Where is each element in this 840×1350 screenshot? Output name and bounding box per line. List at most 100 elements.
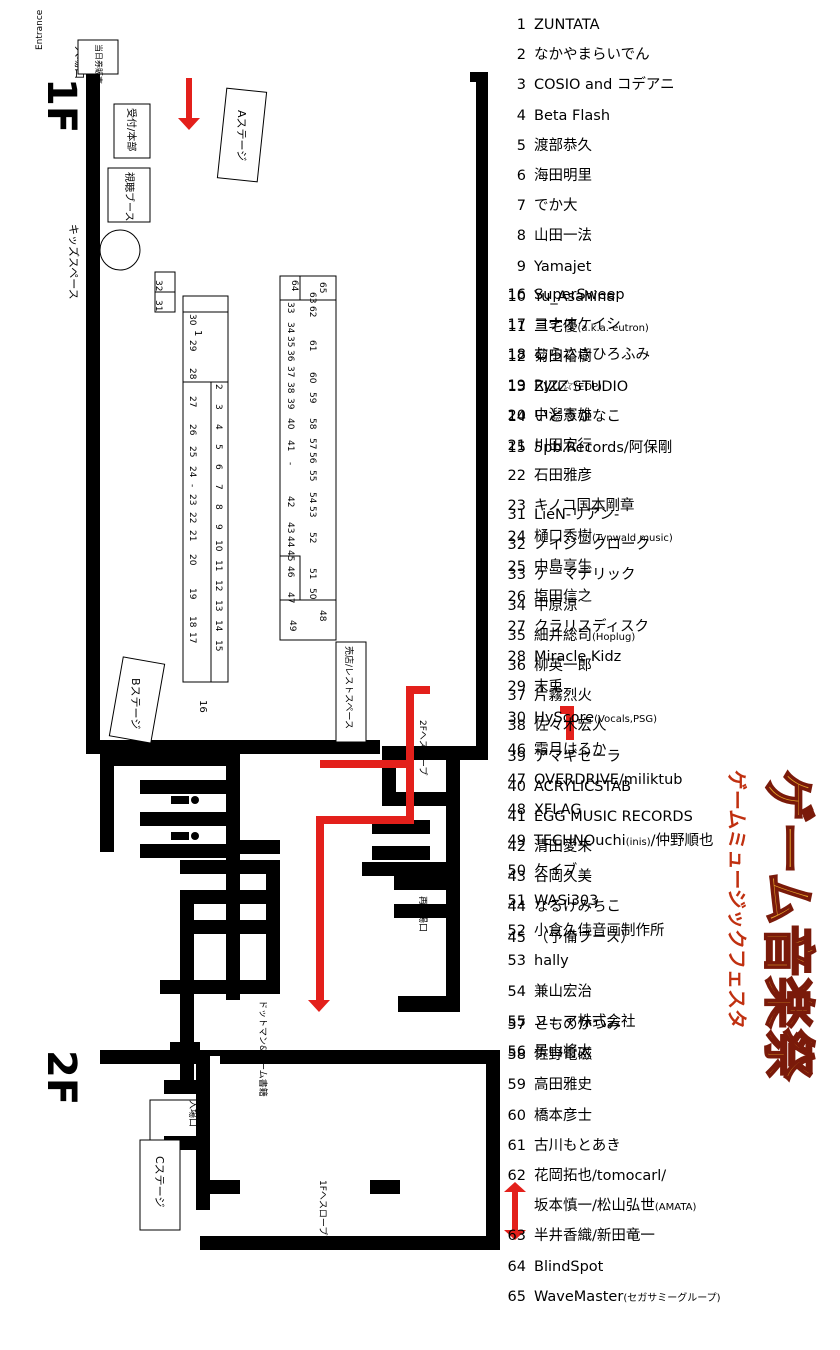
exhibitor-note: (inis) (625, 836, 651, 848)
booth-58: 58 (307, 418, 317, 430)
booth-32: 32 (153, 280, 163, 291)
booth-12: 12 (213, 580, 223, 591)
booth-53: 53 (307, 506, 317, 517)
booth-49: 49 (287, 620, 297, 632)
exhibitor-name: 海田明里 (534, 167, 592, 184)
dotman-area (200, 1000, 280, 1050)
booth-41: 41 (285, 440, 295, 451)
exhibitor-number: 20 (507, 407, 526, 424)
exhibitor-item: 36 柳英一郎 (500, 651, 840, 681)
exhibitor-item: 21 川田宏行 (500, 431, 840, 461)
exhibitor-name: 川田宏行 (534, 437, 592, 454)
exhibitor-name: 細井総司 (534, 627, 592, 644)
exhibitor-name: 佐々木宏人 (534, 718, 607, 735)
booth-row-upper-numbers: 2 3 4 5 6 7 8 9 10 11 12 13 14 15 30 29 … (187, 314, 223, 651)
exhibitor-number: 7 (516, 198, 526, 215)
exhibitor-number: 16 (507, 287, 526, 303)
exhibitor-item: 20 中潟憲雄 (500, 401, 840, 431)
exhibitor-number: 36 (507, 657, 526, 674)
booth-16: 16 (197, 700, 208, 713)
exhibitor-number: 34 (507, 597, 526, 614)
booth-15: 15 (213, 640, 223, 651)
booth-45: 45 (285, 550, 295, 561)
booth-59: 59 (307, 392, 317, 404)
booth-4: 4 (213, 424, 223, 430)
reentry-label: 再入場口 (417, 896, 429, 932)
listening-booth-label: 視聴ブース (123, 172, 136, 222)
exhibitor-name: 柳英一郎 (534, 657, 592, 674)
exhibitor-number: 19 (507, 377, 526, 394)
booth-row-lower (279, 275, 337, 641)
exhibitor-name: 半井香織/新田竜一 (534, 1228, 655, 1245)
floor2-label: 2F (38, 1050, 84, 1105)
exhibitor-name: TECHNOuchi (534, 832, 626, 849)
exhibitor-name: 中原涼 (534, 597, 578, 614)
booth-row-upper (154, 271, 229, 683)
booth-1: 1 (192, 330, 203, 336)
exhibitor-name: なかやまらいでん (534, 47, 650, 64)
exhibitor-number: 33 (507, 567, 526, 584)
booth-35: 35 (285, 336, 295, 347)
restroom-icon (171, 796, 199, 840)
exhibitor-name: 渡部恭久 (534, 137, 592, 154)
exhibitor-name: 中潟憲雄 (534, 407, 592, 424)
exhibitor-item: 坂本慎一/松山弘世(AMATA) (500, 1191, 840, 1221)
route-2f-line (560, 706, 574, 740)
booth-22: 22 (187, 512, 197, 523)
booth-8: 8 (213, 504, 223, 510)
booth-50: 50 (307, 588, 317, 600)
title-sub: ゲームミュージックフェスタ (725, 770, 749, 1029)
exhibitor-name: hally (534, 953, 569, 970)
booth-62: 62 (307, 306, 317, 317)
to-2f-slope-label: 2Fへスロープ (417, 720, 428, 775)
booth-44: 44 (285, 536, 295, 548)
booth-11: 11 (213, 560, 223, 571)
ticket-booth-label: 当日券販売 (94, 44, 104, 84)
floor2-entrance: 入場口 (187, 1100, 199, 1127)
booth-40: 40 (285, 418, 295, 430)
booth-42: 42 (285, 496, 295, 507)
booth-21: 21 (187, 530, 197, 541)
entrance-arrowhead (178, 118, 200, 130)
booth-7: 7 (213, 484, 223, 490)
exhibitor-number: 21 (507, 437, 526, 454)
exhibitor-number: 9 (516, 258, 526, 275)
exhibitor-name: 霜月はるか (534, 742, 607, 758)
booth-18: 18 (187, 616, 197, 628)
booth-3: 3 (213, 404, 223, 410)
booth-28: 28 (187, 368, 197, 380)
booth-2: 2 (213, 384, 223, 390)
stage-a (216, 87, 268, 183)
exhibitor-name: 佐野電磁 (534, 1047, 592, 1064)
exhibitor-name: 橋本彦士 (534, 1107, 592, 1124)
exhibitor-name: Yamajet (534, 258, 592, 275)
booth-14: 14 (213, 620, 223, 632)
booth-65: 65 (317, 282, 327, 293)
exhibitor-name: ヨナオケイシ (534, 317, 621, 334)
exhibitor-name: XFLAG (534, 802, 582, 819)
booth-54: 54 (307, 492, 317, 504)
exhibitor-name: BlindSpot (534, 1258, 604, 1275)
booth-60: 60 (307, 372, 317, 384)
booth-13: 13 (213, 600, 223, 611)
exhibitor-number: 31 (507, 507, 526, 523)
booth-27: 27 (187, 396, 197, 407)
floor1-label: 1F (38, 78, 84, 133)
exhibitor-note: (EDP) (574, 381, 602, 393)
shop-rest (335, 641, 367, 743)
